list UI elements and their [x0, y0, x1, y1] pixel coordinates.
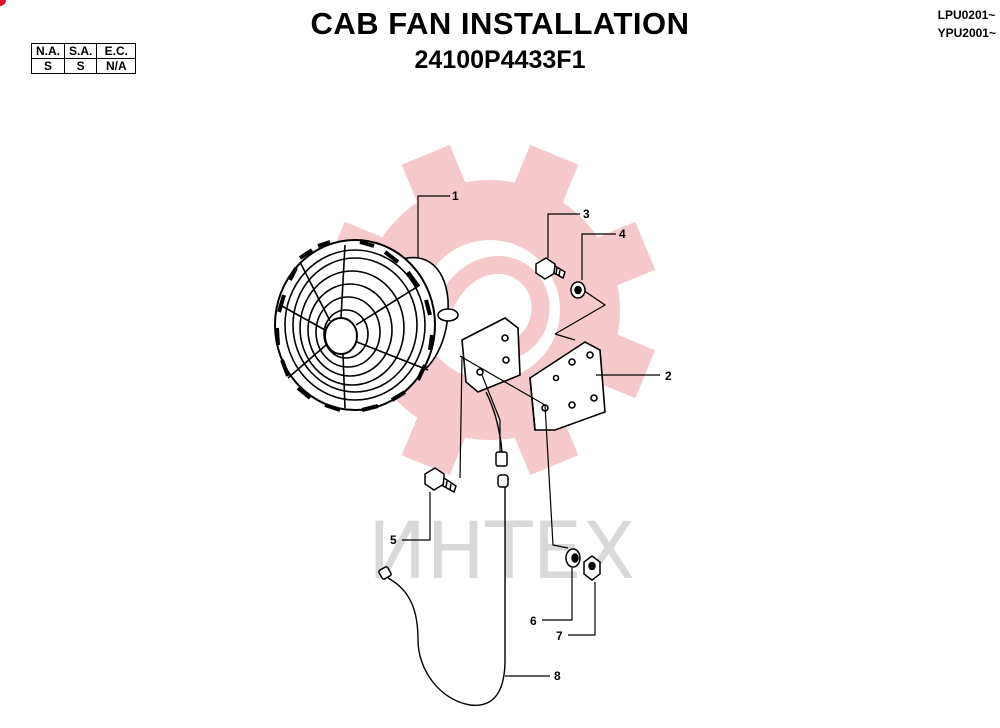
code-value-ec: N/A — [96, 58, 137, 74]
callout-leader-3 — [547, 213, 580, 258]
callout-leader-1 — [417, 195, 450, 258]
serial-range-1: LPU0201~ — [937, 8, 996, 22]
callout-3: 3 — [583, 207, 590, 221]
callout-leader-4 — [581, 233, 616, 280]
callout-4: 4 — [619, 227, 626, 241]
callout-leader-6 — [542, 568, 573, 621]
callout-2: 2 — [665, 369, 672, 383]
bolt-icon-lower — [424, 467, 457, 494]
lock-washer-icon — [565, 548, 581, 568]
bolt-axis-line — [459, 355, 463, 479]
callout-1: 1 — [452, 189, 459, 203]
code-table-header-row: N.A. S.A. E.C. — [31, 43, 137, 59]
page-title: CAB FAN INSTALLATION — [310, 6, 690, 41]
bolt-icon — [535, 257, 566, 280]
callout-8: 8 — [554, 669, 561, 683]
code-value-sa: S — [63, 58, 98, 74]
code-table-value-row: S S N/A — [31, 58, 137, 74]
callout-7: 7 — [556, 629, 563, 643]
corner-marker — [0, 0, 6, 6]
part-number: 24100P4433F1 — [414, 46, 586, 74]
callout-5: 5 — [390, 533, 397, 547]
cab-fan-icon — [274, 239, 459, 412]
nut-icon — [583, 555, 601, 581]
washer-icon — [570, 281, 586, 299]
wire-harness-icon — [387, 391, 506, 706]
code-header-sa: S.A. — [63, 43, 98, 59]
watermark-text: ИНТЕХ — [368, 507, 635, 597]
code-header-ec: E.C. — [96, 43, 137, 59]
callout-6: 6 — [530, 614, 537, 628]
serial-ranges: LPU0201~ YPU2001~ — [938, 6, 996, 42]
callout-leader-5 — [402, 492, 431, 541]
bracket-icon — [529, 341, 606, 431]
fan-mount-plate — [461, 317, 521, 393]
callout-leader-7 — [568, 582, 596, 636]
serial-range-2: YPU2001~ — [937, 26, 996, 40]
washer-axis-line — [544, 404, 569, 549]
code-table: N.A. S.A. E.C. S S N/A — [31, 43, 137, 74]
assembly-guide-lines — [459, 289, 607, 455]
